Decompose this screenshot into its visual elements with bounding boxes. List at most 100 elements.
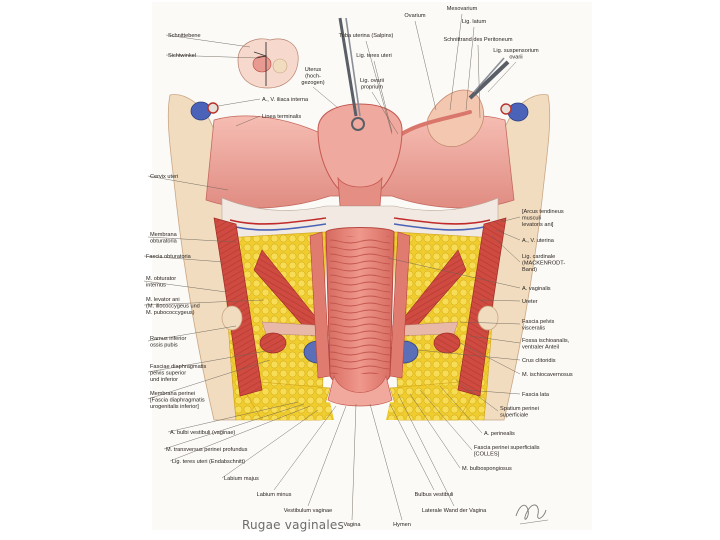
label-m-ischiocavernosus: M. ischiocavernosus (459, 342, 573, 378)
ovary-right (427, 89, 484, 148)
iliac-artery-left (207, 102, 219, 114)
label-a-bulbi-vestibuli: A. bulbi vestibuli (vaginae) (167, 401, 299, 436)
label-text: obturatoria (150, 239, 178, 245)
label-schnittrand-peritoneum: Schnittrand des Peritoneum (443, 37, 513, 119)
label-a-v-uterina: A., V. uterina (495, 229, 555, 244)
leader-line (397, 393, 455, 507)
leader-line (147, 236, 237, 243)
label-text: levatoris ani] (522, 222, 554, 228)
label-text: [Arcus tendineus (522, 209, 564, 215)
leader-line (351, 403, 357, 521)
label-membrana-perinei: Membrana perinei[Fascia diaphragmatisuro… (147, 359, 271, 410)
label-crus-clitoridis: Crus clitoridis (417, 349, 556, 364)
label-text: Schnittrand des Peritoneum (443, 37, 512, 43)
bone-section-right (477, 305, 499, 331)
leader-line (491, 235, 521, 263)
label-text: Tuba uterina (Salpinx) (339, 33, 394, 39)
label-text: visceralis (522, 326, 545, 332)
label-labium-majus: Labium majus (221, 409, 319, 482)
label-text: Spatium perinei (500, 406, 539, 412)
leader-line (409, 393, 461, 469)
label-text: musculi (522, 216, 541, 222)
leader-line (455, 379, 499, 412)
label-text: Lig. teres uteri (Endabschnitt) (172, 459, 245, 465)
leader-line (477, 44, 481, 119)
leader-line (389, 403, 435, 491)
leader-line (387, 257, 521, 289)
label-text: Ramus inferior (150, 336, 187, 342)
label-text: Fascia pelvis (522, 319, 555, 325)
label-uterus: Uterus(hoch-gezogen) (301, 67, 339, 109)
label-text: Labium minus (257, 492, 292, 498)
label-bulbus-vestibuli: Bulbus vestibuli (389, 403, 453, 498)
label-vestibulum-vaginae: Vestibulum vaginae (284, 405, 347, 514)
label-text: Sichtwinkel (168, 53, 196, 59)
leader-line (499, 216, 521, 223)
label-text: A. bulbi vestibuli (vaginae) (170, 430, 235, 436)
leader-line (147, 349, 273, 373)
label-text: internus (146, 283, 166, 289)
leader-line (221, 409, 319, 479)
vagina-lateral-wall-right (389, 231, 411, 379)
leader-line (307, 405, 347, 507)
label-text: M. levator ani (146, 297, 180, 303)
bone-section-left (221, 305, 243, 331)
leader-line (167, 401, 299, 433)
label-text: Fasciae diaphragmatis (150, 364, 206, 370)
iliac-vein-right (507, 102, 529, 122)
levator-ani-left (253, 249, 319, 337)
label-text: Lig. suspensorium (493, 48, 539, 54)
label-tuba-uterina: Tuba uterina (Salpinx) (339, 33, 394, 135)
label-text: M. pubococcygeus) (146, 310, 195, 316)
leader-line (147, 325, 237, 342)
leader-line (147, 359, 271, 400)
tube-right (398, 110, 472, 137)
label-lig-cardinale: Lig. cardinale(MACKENRODT-Band) (491, 235, 565, 273)
label-text: (M. iliococcygeus und (146, 304, 200, 310)
leader-line (143, 280, 227, 293)
label-text: Lig. ovarii (360, 78, 384, 84)
label-text: und inferior (150, 377, 178, 383)
label-text: urogenitalis inferior] (150, 404, 199, 410)
label-text: Membrana (150, 232, 178, 238)
label-text: Lig. cardinale (522, 254, 555, 260)
pelvis-section-inset-icon (237, 38, 299, 89)
ischiocavernosus-left (259, 332, 287, 354)
label-sichtwinkel: Sichtwinkel (165, 53, 259, 59)
leader-line (459, 342, 521, 375)
label-text: M. obturator (146, 276, 176, 282)
label-schnittebene: Schnittebene (165, 33, 251, 48)
label-text: M. bulbospongiosus (462, 466, 512, 472)
illustration (167, 17, 551, 525)
leader-line (163, 403, 305, 450)
leader-line (373, 60, 393, 133)
leader-line (371, 91, 399, 135)
uterine-artery-left (229, 217, 327, 225)
leader-line (419, 389, 473, 451)
vagina-rugae (330, 236, 390, 374)
leader-line (439, 385, 483, 434)
label-text: Membrana perinei (150, 391, 195, 397)
leader-line (487, 61, 517, 93)
label-linea-terminalis: Linea terminalis (235, 114, 301, 127)
label-text: proprium (361, 85, 383, 91)
label-text: Crus clitoridis (522, 358, 556, 364)
label-m-transversus-perinei-profundus: M. transversus perinei profundus (163, 403, 305, 453)
leader-line (479, 299, 521, 302)
uterine-artery-right (393, 217, 491, 225)
label-text: (MACKENRODT- (522, 261, 565, 267)
leader-line (273, 405, 337, 491)
leader-line (369, 403, 403, 521)
label-text: Vagina (343, 522, 361, 528)
